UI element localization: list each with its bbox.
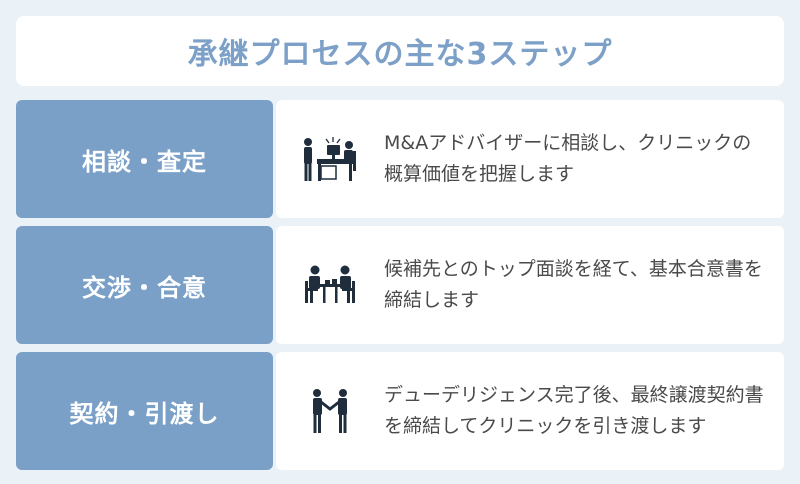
- step-2-content: 候補先とのトップ面談を経て、基本合意書を締結します: [276, 226, 784, 344]
- step-row-2: 交渉・合意: [16, 226, 784, 344]
- advisor-meeting-icon: [276, 100, 384, 218]
- page-title: 承継プロセスの主な3ステップ: [187, 37, 613, 72]
- step-3-label-box: 契約・引渡し: [16, 352, 273, 470]
- step-row-1: 相談・査定: [16, 100, 784, 218]
- handshake-icon: [276, 352, 384, 470]
- step-1-label-box: 相談・査定: [16, 100, 273, 218]
- step-1-description: M&Aアドバイザーに相談し、クリニックの概算価値を把握します: [384, 132, 752, 185]
- negotiation-table-icon: [276, 226, 384, 344]
- step-2-description: 候補先とのトップ面談を経て、基本合意書を締結します: [384, 258, 763, 311]
- step-1-content: M&Aアドバイザーに相談し、クリニックの概算価値を把握します: [276, 100, 784, 218]
- step-1-label: 相談・査定: [82, 147, 207, 176]
- title-panel: 承継プロセスの主な3ステップ: [16, 16, 784, 86]
- step-2-label-box: 交渉・合意: [16, 226, 273, 344]
- step-2-label: 交渉・合意: [82, 273, 207, 302]
- step-row-3: 契約・引渡し: [16, 352, 784, 470]
- step-3-label: 契約・引渡し: [69, 399, 220, 428]
- step-3-description: デューデリジェンス完了後、最終譲渡契約書を締結してクリニックを引き渡します: [384, 384, 764, 437]
- step-3-content: デューデリジェンス完了後、最終譲渡契約書を締結してクリニックを引き渡します: [276, 352, 784, 470]
